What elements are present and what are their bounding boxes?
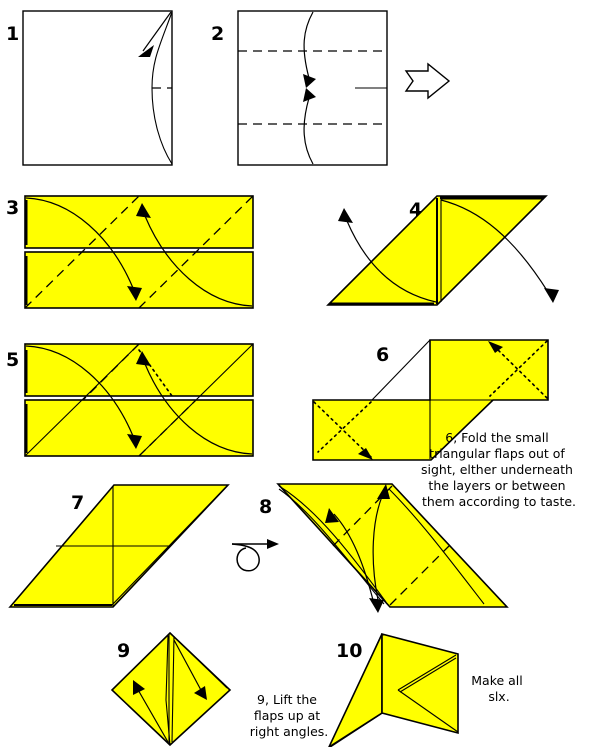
step-10-notch-lower xyxy=(397,689,459,733)
turn-over-symbol xyxy=(231,539,279,572)
step-1-paper xyxy=(22,10,173,166)
step-5-arrow-curve-down xyxy=(25,345,134,437)
turn-over-arrowhead xyxy=(267,539,279,549)
step-9-number: 9 xyxy=(117,640,130,662)
step-9-arrow-right xyxy=(173,639,203,693)
step-9-flap-fold-left xyxy=(165,635,171,746)
step-10-group: 10 Make all slx. xyxy=(328,632,527,747)
step-5-arrow-curve-up xyxy=(144,363,253,455)
step-6-diagonal-upper xyxy=(371,339,431,401)
step-3-paper-upper xyxy=(24,195,254,249)
step-5-arrowhead-down xyxy=(127,434,142,449)
step-2-arrowhead-up xyxy=(303,88,316,102)
step-9-caption: 9, Lift the flaps up at right angles. xyxy=(250,692,329,739)
step-3-group: 3 xyxy=(6,195,254,309)
step-3-arrow-curve-down xyxy=(25,197,134,289)
turn-over-loop xyxy=(231,543,260,572)
step-5-crease-dash-b xyxy=(138,399,197,457)
step-9-caption-line-2: flaps up at xyxy=(254,708,320,723)
step-6-arrowhead-upper-right xyxy=(488,341,503,353)
step-6-dotted-crease-c xyxy=(489,340,548,397)
step-5-number: 5 xyxy=(6,349,19,371)
step-10-notch-upper xyxy=(397,654,457,691)
step-8-number: 8 xyxy=(259,496,272,518)
step-10-notch-upper-2 xyxy=(399,657,457,693)
step-4-arrow-curve-left xyxy=(346,220,437,303)
step-6-group: 6 6, Fold the small triangular flaps out… xyxy=(312,339,577,509)
step-6-caption-line-1: 6, Fold the small xyxy=(445,430,548,445)
step-6-caption-line-5: them according to taste. xyxy=(422,494,576,509)
step-8-arrowhead-up xyxy=(377,484,390,499)
step-5-arrowhead-up xyxy=(136,351,151,366)
step-10-number: 10 xyxy=(336,640,362,662)
step-9-group: 9 9, Lift the flaps up at right angles. xyxy=(110,631,329,747)
step-4-group: 4 xyxy=(326,195,559,306)
step-9-arrowhead-right xyxy=(194,686,207,700)
step-8-flap-edge-left-2 xyxy=(278,488,385,605)
step-7-layer-edge-right xyxy=(111,486,227,606)
step-3-number: 3 xyxy=(6,197,19,219)
step-1-group: 1 xyxy=(6,10,173,166)
step-4-arrow-curve-right xyxy=(440,199,549,293)
step-10-face-right xyxy=(381,632,459,735)
step-8-flap-edge-left xyxy=(278,485,387,603)
step-3-arrow-curve-up xyxy=(144,215,253,307)
step-2-fold-arrow-up xyxy=(303,97,314,165)
step-6-arrowhead-lower-left xyxy=(358,448,373,460)
step-6-caption-line-3: sight, elther underneath xyxy=(421,462,573,477)
step-8-arrow-down xyxy=(333,513,375,605)
step-3-crease-diag-a xyxy=(24,195,140,309)
step-10-caption: Make all slx. xyxy=(471,673,527,704)
step-9-spine-right xyxy=(171,635,175,743)
step-6-diagonal-lower xyxy=(430,399,494,461)
step-3-arrowhead-up xyxy=(136,203,151,218)
step-3-paper-lower xyxy=(24,251,254,309)
step-2-arrowhead-down xyxy=(303,74,316,88)
step-9-caption-line-3: right angles. xyxy=(250,724,329,739)
step-1-number: 1 xyxy=(6,23,19,45)
step-6-dotted-crease-b xyxy=(317,401,372,453)
step-3-arrowhead-down xyxy=(127,286,142,301)
step-9-caption-line-1: 9, Lift the xyxy=(257,692,317,707)
step-6-dotted-crease-a xyxy=(313,401,372,458)
step-2-number: 2 xyxy=(211,23,224,45)
step-10-caption-line-2: slx. xyxy=(488,689,509,704)
step-5-paper-upper xyxy=(24,343,254,397)
step-6-caption-line-2: triangular flaps out of xyxy=(429,446,565,461)
step-4-arrowhead-left xyxy=(338,208,353,223)
step-3-crease-diag-b xyxy=(138,195,254,309)
step-9-flap-fold-right xyxy=(169,632,228,689)
step-8-group: 8 xyxy=(231,483,509,613)
step-8-flap-edge-right xyxy=(388,488,485,605)
step-7-number: 7 xyxy=(71,492,84,514)
step-8-arrowhead-down xyxy=(369,598,384,613)
step-5-crease-dash-a xyxy=(82,343,140,401)
step-5-diag-solid-a xyxy=(24,343,140,457)
step-6-number: 6 xyxy=(376,344,389,366)
hollow-right-arrow xyxy=(404,62,451,100)
step-4-arrowhead-right xyxy=(544,288,559,303)
step-7-group: 7 xyxy=(8,484,230,608)
step-9-arrow-left xyxy=(136,687,169,743)
step-8-arrow-up xyxy=(372,493,384,601)
step-8-arrowhead-mid xyxy=(325,508,339,523)
step-1-fold-arrow xyxy=(142,11,172,52)
step-1-arrowhead-solid xyxy=(138,45,154,57)
step-6-dotted-crease-e xyxy=(492,344,548,399)
step-5-group: 5 xyxy=(6,343,254,457)
step-2-fold-arrow-down xyxy=(303,11,314,79)
step-5-paper-lower xyxy=(24,399,254,457)
step-6-caption: 6, Fold the small triangular flaps out o… xyxy=(421,430,577,509)
step-6-caption-line-4: the layers or between xyxy=(428,478,565,493)
step-2-group: 2 xyxy=(211,10,451,166)
step-9-arrowhead-left xyxy=(133,680,145,695)
step-10-caption-line-1: Make all xyxy=(471,673,523,688)
